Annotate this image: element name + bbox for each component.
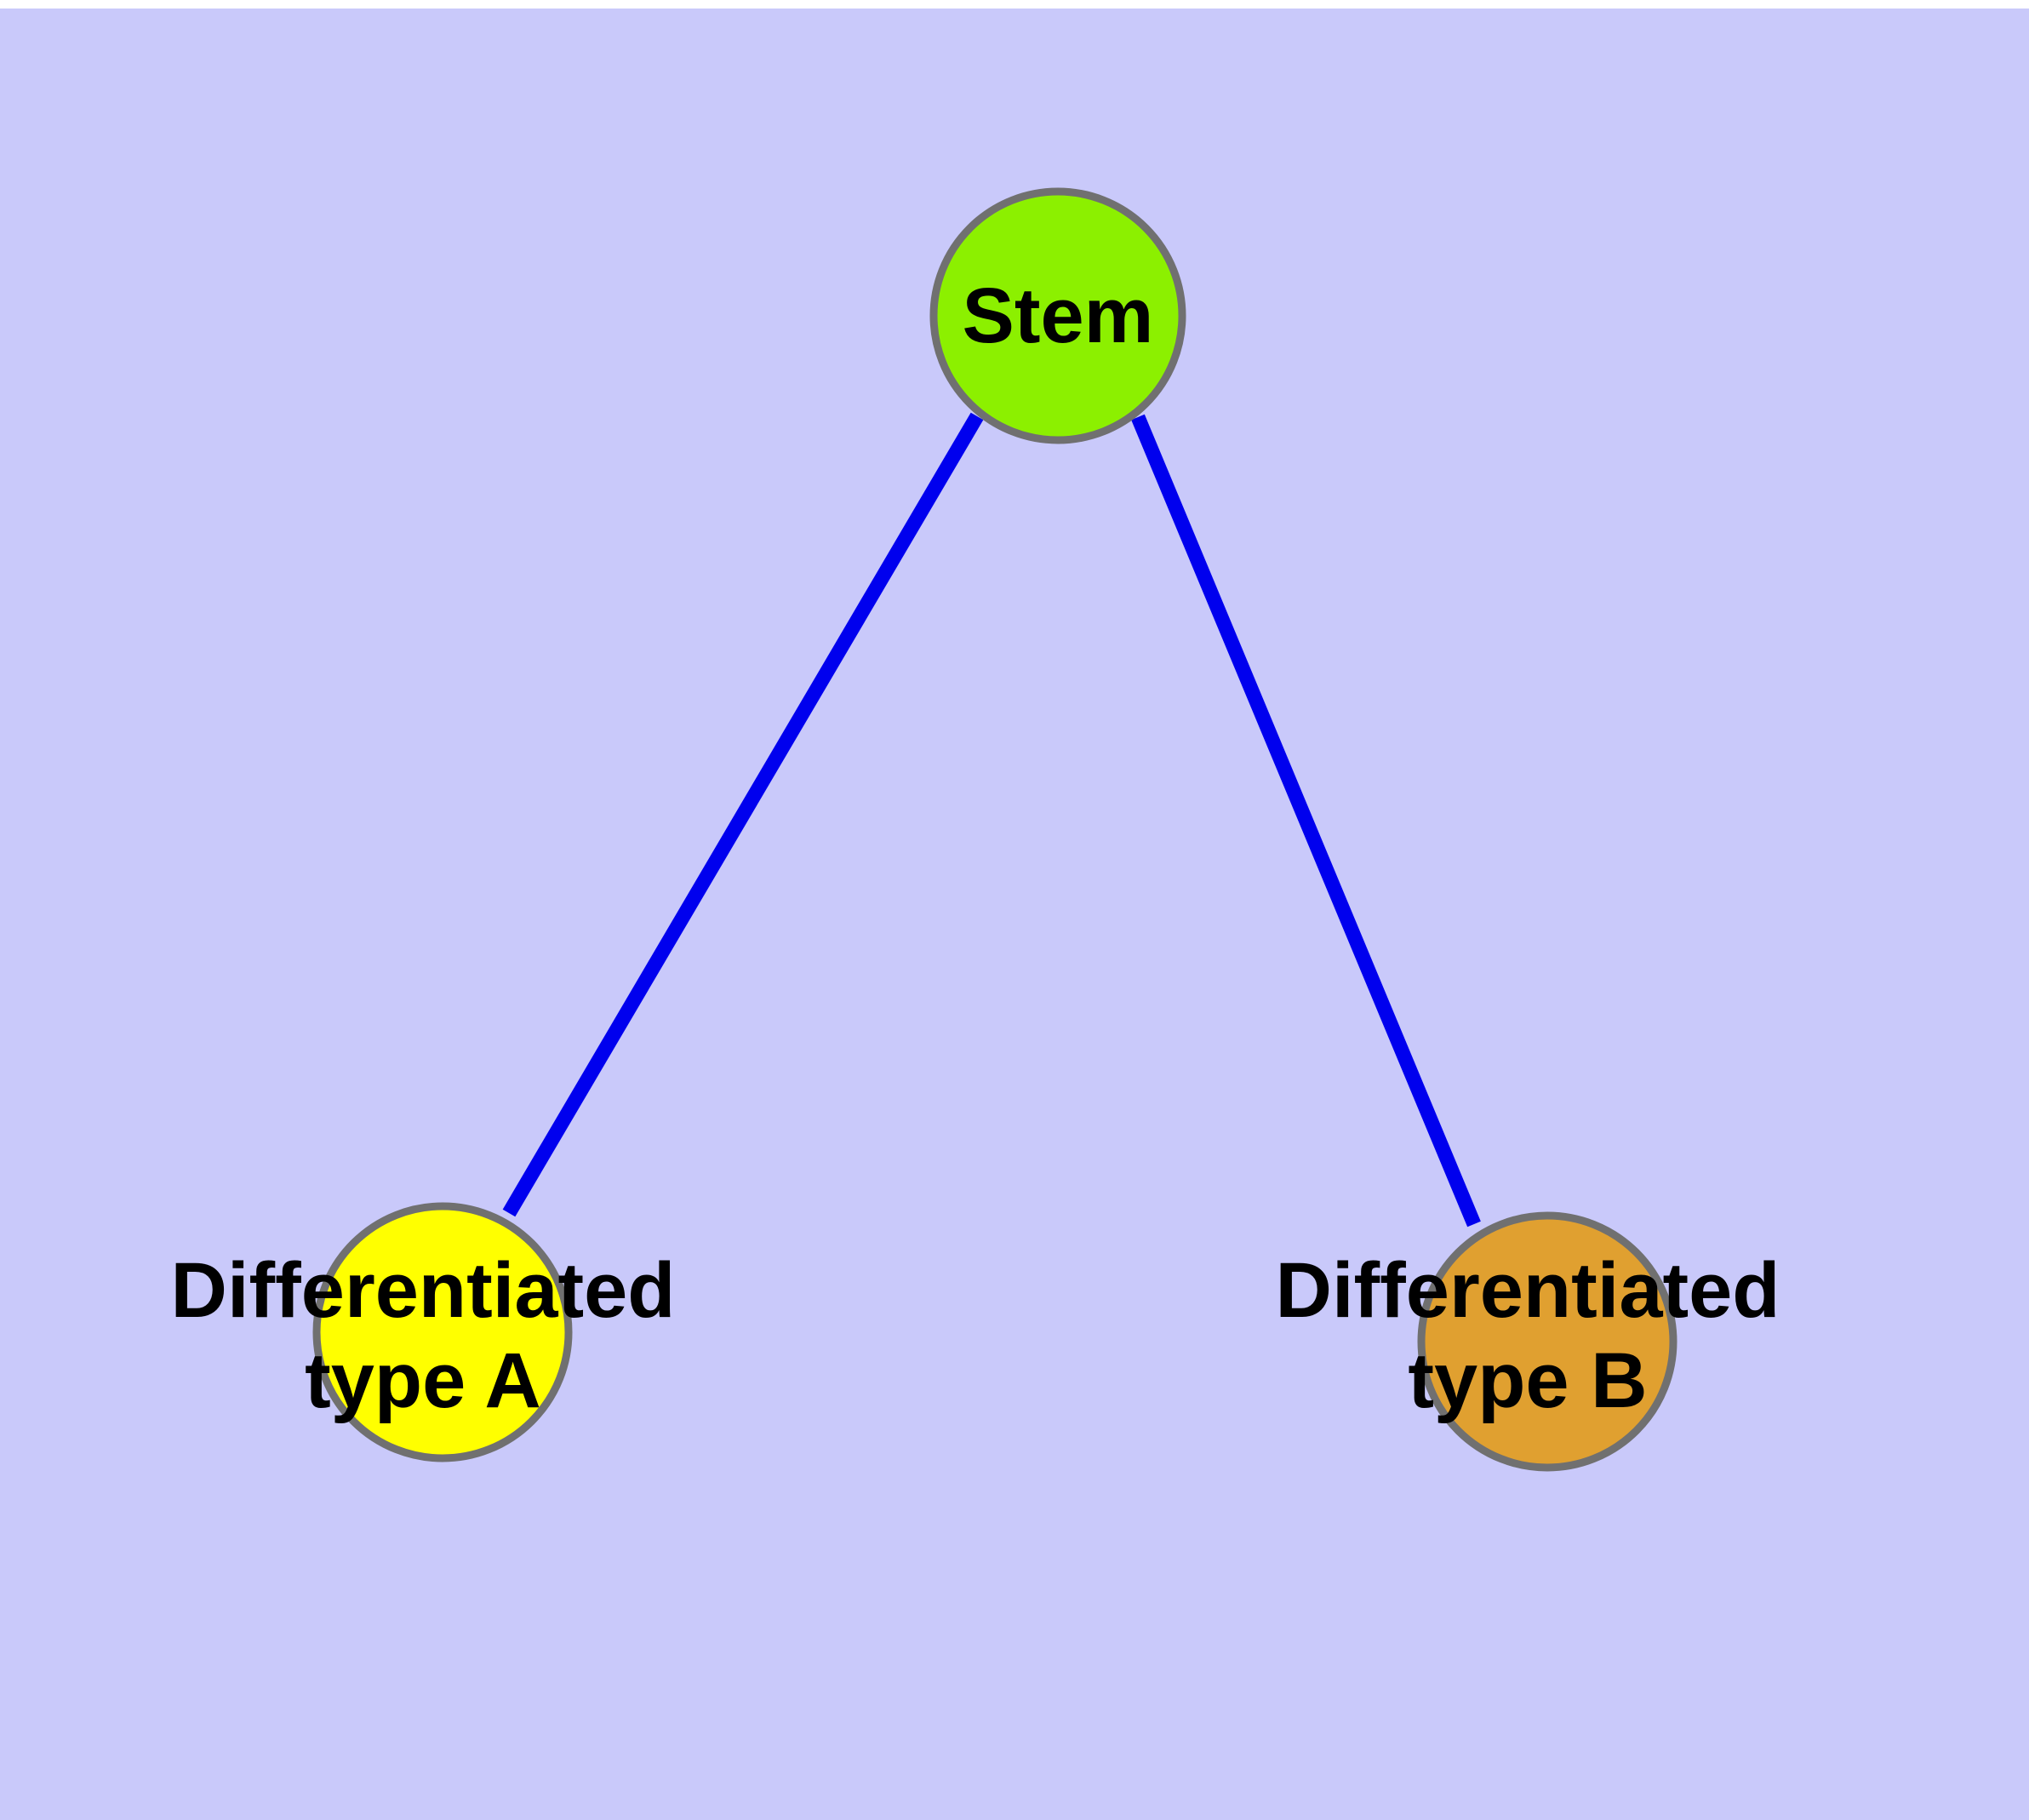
node-differentiated-type-a-label-line-1: type A [305,1337,541,1424]
node-differentiated-type-b-circle[interactable] [1417,1211,1677,1472]
node-stem[interactable]: Stem [929,187,1186,444]
node-differentiated-type-a-label-line-0: Differentiated [171,1247,676,1334]
node-differentiated-type-a-circle[interactable] [312,1202,573,1462]
edge-stem-to-differentiated-type-a[interactable] [502,412,984,1217]
edge-stem-to-differentiated-type-b[interactable] [1131,414,1481,1228]
edges-layer [502,412,1481,1228]
node-differentiated-type-b-label-line-0: Differentiated [1276,1247,1780,1334]
node-differentiated-type-b-label-line-1: type B [1408,1337,1647,1424]
node-stem-label-line-0: Stem [963,272,1154,359]
node-stem-circle[interactable] [929,187,1186,444]
node-differentiated-type-b[interactable]: Differentiated type B [1276,1211,1780,1472]
node-differentiated-type-a[interactable]: Differentiated type A [171,1202,676,1462]
